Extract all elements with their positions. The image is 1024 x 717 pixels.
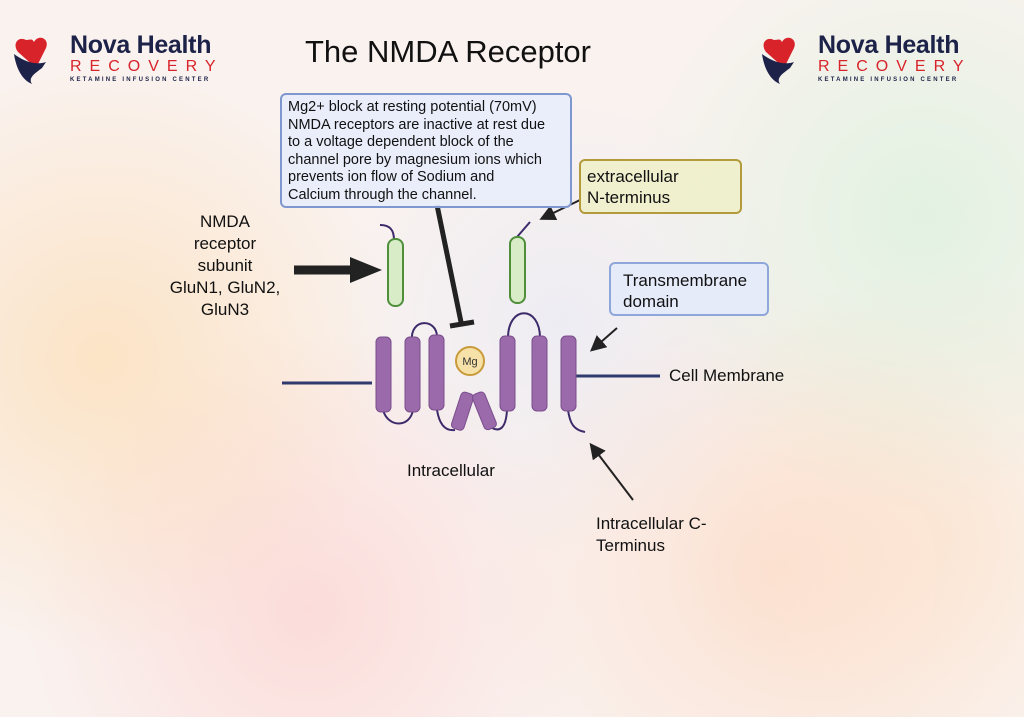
label-line: NMDA	[199, 212, 251, 231]
transmembrane-pointer	[589, 327, 618, 352]
callout-line: NMDA receptors are inactive at rest due	[288, 116, 546, 133]
c-terminus-tail	[567, 409, 586, 433]
subunit-arrow-head	[350, 257, 382, 283]
helix	[428, 334, 445, 411]
callout-line: Calcium through the channel.	[288, 186, 477, 203]
subunit-helix-right	[509, 236, 526, 304]
cell-membrane-label: Cell Membrane	[669, 366, 785, 385]
callout-line: Mg2+ block at resting potential (70mV)	[288, 99, 537, 115]
logo-name: Nova Health	[818, 31, 960, 59]
logo-tagline: KETAMINE INFUSION CENTER	[818, 77, 959, 83]
loop	[491, 409, 508, 431]
label-line: Terminus	[596, 536, 665, 555]
loop	[436, 409, 456, 432]
n-terminus-loop-right	[516, 221, 531, 238]
callout-line: N-terminus	[587, 188, 671, 207]
callout-line: channel pore by magnesium ions which	[288, 151, 542, 168]
c-terminus-pointer	[589, 442, 634, 501]
pore-loop-helix	[472, 391, 497, 431]
label-line: receptor	[193, 234, 257, 253]
n-terminus-callout: extracellular N-terminus	[579, 159, 742, 214]
callout-line: Transmembrane	[623, 271, 748, 290]
heart-hand-icon	[14, 37, 47, 84]
loop	[410, 322, 438, 341]
helix	[531, 335, 548, 412]
n-terminus-loop-left	[379, 224, 395, 241]
mg-ion-label: Mg	[462, 356, 477, 368]
n-terminus-pointer	[539, 199, 581, 220]
mg-block-callout: Mg2+ block at resting potential (70mV) N…	[280, 93, 572, 208]
heart-hand-icon	[762, 37, 795, 84]
logo-tagline: KETAMINE INFUSION CENTER	[70, 77, 211, 83]
transmembrane-callout: Transmembrane domain	[609, 262, 769, 316]
intracellular-label: Intracellular	[407, 461, 495, 480]
logo-name: Nova Health	[70, 31, 212, 59]
transmembrane-helices	[375, 334, 577, 431]
mg-ion	[455, 346, 485, 376]
logo-subtitle: RECOVERY	[818, 58, 972, 75]
subunit-helix-left	[387, 238, 404, 307]
callout-line: to a voltage dependent block of the	[288, 134, 514, 150]
label-line: GluN3	[200, 300, 250, 319]
pore-loop-helix	[450, 391, 474, 431]
logo-subtitle: RECOVERY	[70, 58, 224, 75]
subunit-label: NMDA receptor subunit GluN1, GluN2, GluN…	[163, 211, 287, 321]
loop	[382, 409, 414, 425]
mg-block-pointer	[434, 204, 464, 323]
loop	[507, 312, 541, 339]
mg-block-bar	[449, 319, 475, 329]
logo-right: Nova Health RECOVERY KETAMINE INFUSION C…	[760, 32, 972, 84]
c-terminus-label: Intracellular C- Terminus	[596, 513, 716, 557]
helix	[404, 336, 421, 413]
label-line: subunit	[197, 256, 253, 275]
helix	[499, 335, 516, 412]
callout-line: domain	[623, 292, 679, 311]
logo-left: Nova Health RECOVERY KETAMINE INFUSION C…	[12, 32, 224, 84]
helix	[560, 335, 577, 412]
label-line: Intracellular C-	[596, 514, 707, 533]
page-title: The NMDA Receptor	[305, 34, 591, 69]
callout-line: extracellular	[587, 167, 679, 186]
helix	[375, 336, 392, 413]
callout-line: prevents ion flow of Sodium and	[288, 169, 495, 185]
label-line: GluN1, GluN2,	[169, 278, 281, 297]
